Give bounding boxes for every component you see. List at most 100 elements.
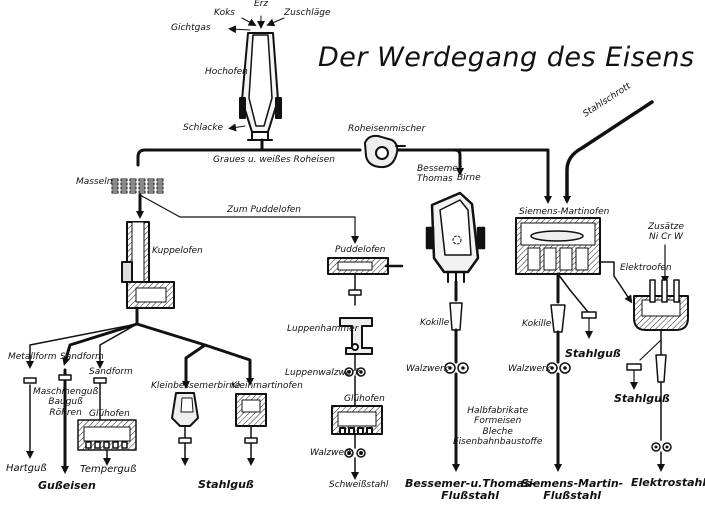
- label-kokille-2: Kokille: [522, 319, 552, 329]
- furnace-door: [357, 427, 364, 435]
- massel-ingot: [138, 182, 146, 186]
- kleinmartinofen-drawing: [235, 393, 267, 449]
- massel-ingot: [138, 186, 146, 190]
- furnace-door: [121, 441, 128, 449]
- stahlguss-left-join: [181, 447, 255, 466]
- massel-ingot: [138, 178, 146, 182]
- stahlschrott-line: [563, 100, 654, 204]
- label-siemens-martin-flussstahl: Siemens-Martin- Flußstahl: [521, 477, 624, 503]
- label-zusaetze: Zusätze Ni Cr W: [648, 222, 684, 243]
- label-elektroofen: Elektroofen: [620, 263, 672, 273]
- label-siemens-martinofen: Siemens-Martinofen: [519, 207, 610, 217]
- roheisenmischer-drawing: [364, 134, 406, 169]
- label-elektrostahl: Elektrostahl: [631, 476, 705, 489]
- elektroofen-drawing: [626, 244, 689, 472]
- massel-ingot: [156, 182, 164, 186]
- furnace-door: [348, 427, 355, 435]
- massel-ingot: [120, 186, 128, 190]
- label-gluehofen-2: Glühofen: [344, 394, 385, 404]
- label-luppenwalzwerk: Luppenwalzwerk: [285, 368, 361, 378]
- temperguss-column: [77, 377, 137, 466]
- massel-ingot: [111, 182, 119, 186]
- metallform-column: [23, 377, 37, 459]
- massel-ingot: [111, 190, 119, 194]
- label-bessemer-thomas: Bessemer Thomas: [417, 164, 462, 185]
- label-graues-roheisen: Graues u. weißes Roheisen: [213, 155, 335, 165]
- label-erz: Erz: [254, 0, 269, 9]
- bessemer-birne-drawing: [425, 191, 486, 302]
- diagram-title: Der Werdegang des Eisens: [318, 42, 695, 73]
- label-schlacke: Schlacke: [183, 123, 224, 133]
- siemens-martinofen-drawing: [515, 217, 633, 313]
- label-hochofen: Hochofen: [205, 67, 248, 77]
- label-temperguss: Temperguß: [80, 464, 137, 475]
- massel-ingot: [129, 178, 137, 182]
- massel-ingot: [120, 190, 128, 194]
- massel-ingot: [129, 182, 137, 186]
- puddelofen-drawing: [327, 257, 404, 306]
- gluehofen-2-drawing: [331, 405, 383, 480]
- label-koks: Koks: [214, 8, 235, 18]
- label-gluehofen-1: Glühofen: [89, 409, 130, 419]
- label-birne: Birne: [457, 173, 481, 183]
- luppenwalzwerk-rolls: [344, 367, 366, 407]
- label-metallform: Metallform: [8, 352, 57, 362]
- label-maschinenguss: Maschinenguß Bauguß Röhren: [33, 387, 99, 418]
- massel-ingot: [156, 178, 164, 182]
- label-sandform-2: Sandform: [89, 367, 133, 377]
- label-stahlguss-1: Stahlguß: [565, 347, 621, 360]
- masseln-paths: [136, 193, 359, 244]
- label-sandform-1: Sandform: [60, 352, 104, 362]
- label-gusseisen: Gußeisen: [38, 479, 96, 492]
- label-kuppelofen: Kuppelofen: [152, 246, 203, 256]
- label-hartguss: Hartguß: [6, 463, 47, 474]
- massel-ingot: [111, 186, 119, 190]
- massel-ingot: [138, 190, 146, 194]
- label-puddelofen: Puddelofen: [335, 245, 386, 255]
- label-zum-puddelofen: Zum Puddelofen: [227, 205, 302, 215]
- massel-ingot: [111, 178, 119, 182]
- massel-ingot: [129, 190, 137, 194]
- furnace-door: [85, 441, 92, 449]
- furnace-door: [339, 427, 346, 435]
- label-halbfabrikate: Halbfabrikate Formeisen Bleche Eisenbahn…: [453, 406, 543, 448]
- massel-ingot: [156, 186, 164, 190]
- masseln-ingots: [111, 178, 164, 194]
- label-schweissstahl: Schweißstahl: [329, 480, 389, 490]
- furnace-door: [366, 427, 373, 435]
- bessemer-column: [444, 302, 469, 472]
- kuppelofen-drawing: [121, 221, 175, 326]
- furnace-door: [103, 441, 110, 449]
- label-stahlguss-3: Stahlguß: [198, 478, 254, 491]
- luppenhammer-drawing: [339, 317, 373, 371]
- label-walzwerk-3: Walzwerk: [310, 448, 353, 458]
- label-stahlguss-2: Stahlguß: [614, 392, 670, 405]
- label-masseln: Masseln: [76, 177, 113, 187]
- raw-material-arrows: [228, 15, 285, 34]
- siemens-martin-column: [546, 304, 597, 472]
- massel-ingot: [147, 182, 155, 186]
- label-luppenhammer: Luppenhammer: [287, 324, 359, 334]
- label-bessemer-thomas-flussstahl: Bessemer-u.Thomas- Flußstahl: [405, 477, 536, 503]
- gusseisen-column: [58, 368, 72, 474]
- kleinbessemerbirne-drawing: [171, 392, 199, 449]
- label-kleinbessemerbirne: Kleinbessemerbirne: [151, 381, 241, 391]
- massel-ingot: [147, 186, 155, 190]
- massel-ingot: [147, 190, 155, 194]
- label-kokille-1: Kokille: [420, 318, 450, 328]
- massel-ingot: [120, 178, 128, 182]
- massel-ingot: [120, 182, 128, 186]
- label-kleinmartinofen: Kleinmartinofen: [231, 381, 303, 391]
- massel-ingot: [147, 178, 155, 182]
- massel-ingot: [129, 186, 137, 190]
- label-gichtgas: Gichtgas: [171, 23, 211, 33]
- label-roheisenmischer: Roheisenmischer: [348, 124, 426, 134]
- label-walzwerk-1: Walzwerk: [406, 364, 449, 374]
- label-zuschlaege: Zuschläge: [284, 8, 331, 18]
- massel-ingot: [156, 190, 164, 194]
- furnace-door: [112, 441, 119, 449]
- hochofen-drawing: [228, 32, 282, 141]
- furnace-door: [94, 441, 101, 449]
